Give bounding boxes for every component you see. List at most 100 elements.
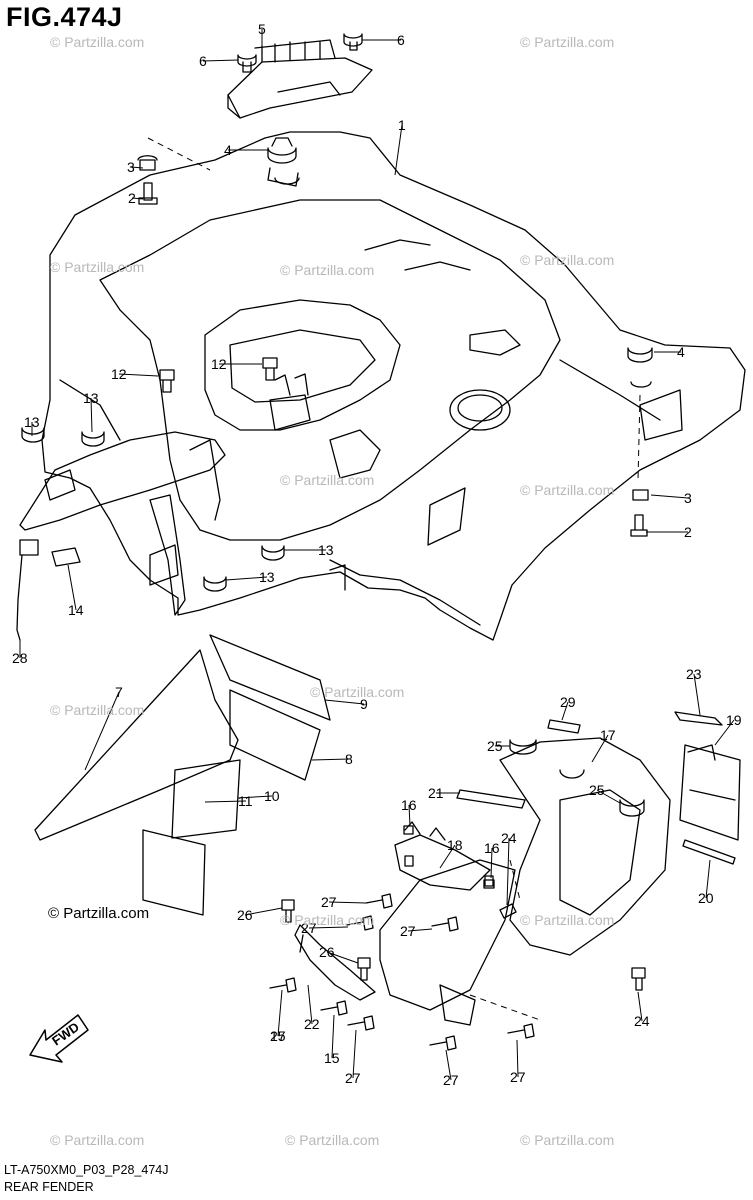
callout-12: 12 <box>211 356 227 372</box>
figure-title: FIG.474J <box>6 2 123 32</box>
callout-6: 6 <box>199 53 207 69</box>
leader-line <box>67 564 77 611</box>
callout-5: 5 <box>258 21 266 37</box>
leader-line <box>714 719 735 746</box>
callout-11: 11 <box>238 793 253 809</box>
leader-line <box>130 166 144 169</box>
callout-27: 27 <box>301 920 317 936</box>
callout-14: 14 <box>68 602 84 618</box>
wire-and-label-parts <box>16 539 81 641</box>
callout-27: 27 <box>345 1070 361 1086</box>
leader-line <box>693 673 701 716</box>
callout-10: 10 <box>264 788 280 804</box>
leader-line <box>277 989 283 1037</box>
callout-2: 2 <box>684 524 692 540</box>
callout-19: 19 <box>726 712 742 728</box>
leader-line <box>394 124 403 176</box>
leader-line <box>131 197 144 200</box>
callout-25: 25 <box>487 738 503 754</box>
callout-27: 27 <box>400 923 416 939</box>
leader-line <box>490 847 493 879</box>
callout-1: 1 <box>398 117 406 133</box>
leader-line <box>326 951 359 964</box>
leader-line <box>516 1039 519 1078</box>
leader-line <box>118 373 159 377</box>
leader-line <box>324 699 365 705</box>
callout-15: 15 <box>324 1050 340 1066</box>
watermark-text: © Partzilla.com <box>520 1132 614 1148</box>
watermark-text: © Partzilla.com <box>285 1132 379 1148</box>
callout-24: 24 <box>634 1013 650 1029</box>
leader-line <box>506 837 510 906</box>
callout-18: 18 <box>447 837 463 853</box>
leader-line <box>237 795 273 799</box>
callout-13: 13 <box>83 390 99 406</box>
callout-27: 27 <box>443 1072 459 1088</box>
callout-4: 4 <box>224 142 232 158</box>
leader-line <box>596 789 621 804</box>
watermark-text: © Partzilla.com <box>280 912 374 928</box>
callout-8: 8 <box>345 751 353 767</box>
watermark-text: © Partzilla.com <box>50 34 144 50</box>
callout-27: 27 <box>321 894 337 910</box>
watermark-text: © Partzilla.com <box>520 482 614 498</box>
callout-27: 27 <box>510 1069 526 1085</box>
leader-line <box>591 734 609 763</box>
leader-line <box>202 59 239 62</box>
callout-2: 2 <box>128 190 136 206</box>
leader-line <box>439 844 456 869</box>
callout-26: 26 <box>319 944 335 960</box>
leader-line <box>84 691 120 771</box>
watermark-text: © Partzilla.com <box>520 912 614 928</box>
leader-line <box>244 907 283 916</box>
decal-panels <box>34 634 331 916</box>
leader-line <box>650 494 689 499</box>
callout-7: 7 <box>115 684 123 700</box>
fastener-group <box>21 33 653 592</box>
figure-code: LT-A750XM0_P03_P28_474J <box>4 1163 169 1177</box>
leader-line <box>90 397 93 433</box>
leader-line <box>308 926 349 929</box>
watermark-text: © Partzilla.com <box>50 1132 144 1148</box>
callout-22: 22 <box>304 1016 320 1032</box>
leader-line <box>407 928 433 932</box>
leader-line <box>408 804 411 827</box>
watermark-text: © Partzilla.com <box>280 472 374 488</box>
callout-20: 20 <box>698 890 714 906</box>
leader-line <box>637 991 643 1022</box>
leader-line <box>204 800 247 803</box>
callout-25: 25 <box>589 782 605 798</box>
leader-line <box>705 859 711 899</box>
callout-28: 28 <box>12 650 28 666</box>
copyright-text: © Partzilla.com <box>48 905 150 922</box>
leader-line <box>352 1029 357 1079</box>
watermark-text: © Partzilla.com <box>310 684 404 700</box>
callout-21: 21 <box>428 785 444 801</box>
callout-17: 17 <box>600 727 616 743</box>
leader-line <box>328 901 367 904</box>
callout-9: 9 <box>360 696 368 712</box>
watermark-text: © Partzilla.com <box>50 259 144 275</box>
callout-13: 13 <box>318 542 334 558</box>
callout-15: 15 <box>270 1028 286 1044</box>
callout-26: 26 <box>237 907 253 923</box>
leader-line <box>307 984 313 1025</box>
callout-27: 27 <box>270 1028 286 1044</box>
callout-6: 6 <box>397 32 405 48</box>
callout-24: 24 <box>501 830 517 846</box>
watermark-text: © Partzilla.com <box>280 262 374 278</box>
leader-line <box>225 576 268 581</box>
callout-12: 12 <box>111 366 127 382</box>
leader-line <box>331 1014 335 1059</box>
callout-29: 29 <box>560 694 576 710</box>
inner-frame-bracket <box>19 373 381 616</box>
callout-3: 3 <box>684 490 692 506</box>
callout-16: 16 <box>401 797 417 813</box>
leader-line <box>311 758 350 761</box>
fwd-arrow-icon: FWD <box>29 1014 89 1063</box>
figure-caption: REAR FENDER <box>4 1180 94 1194</box>
watermark-text: © Partzilla.com <box>520 34 614 50</box>
rear-sub-assembly <box>269 711 741 1051</box>
